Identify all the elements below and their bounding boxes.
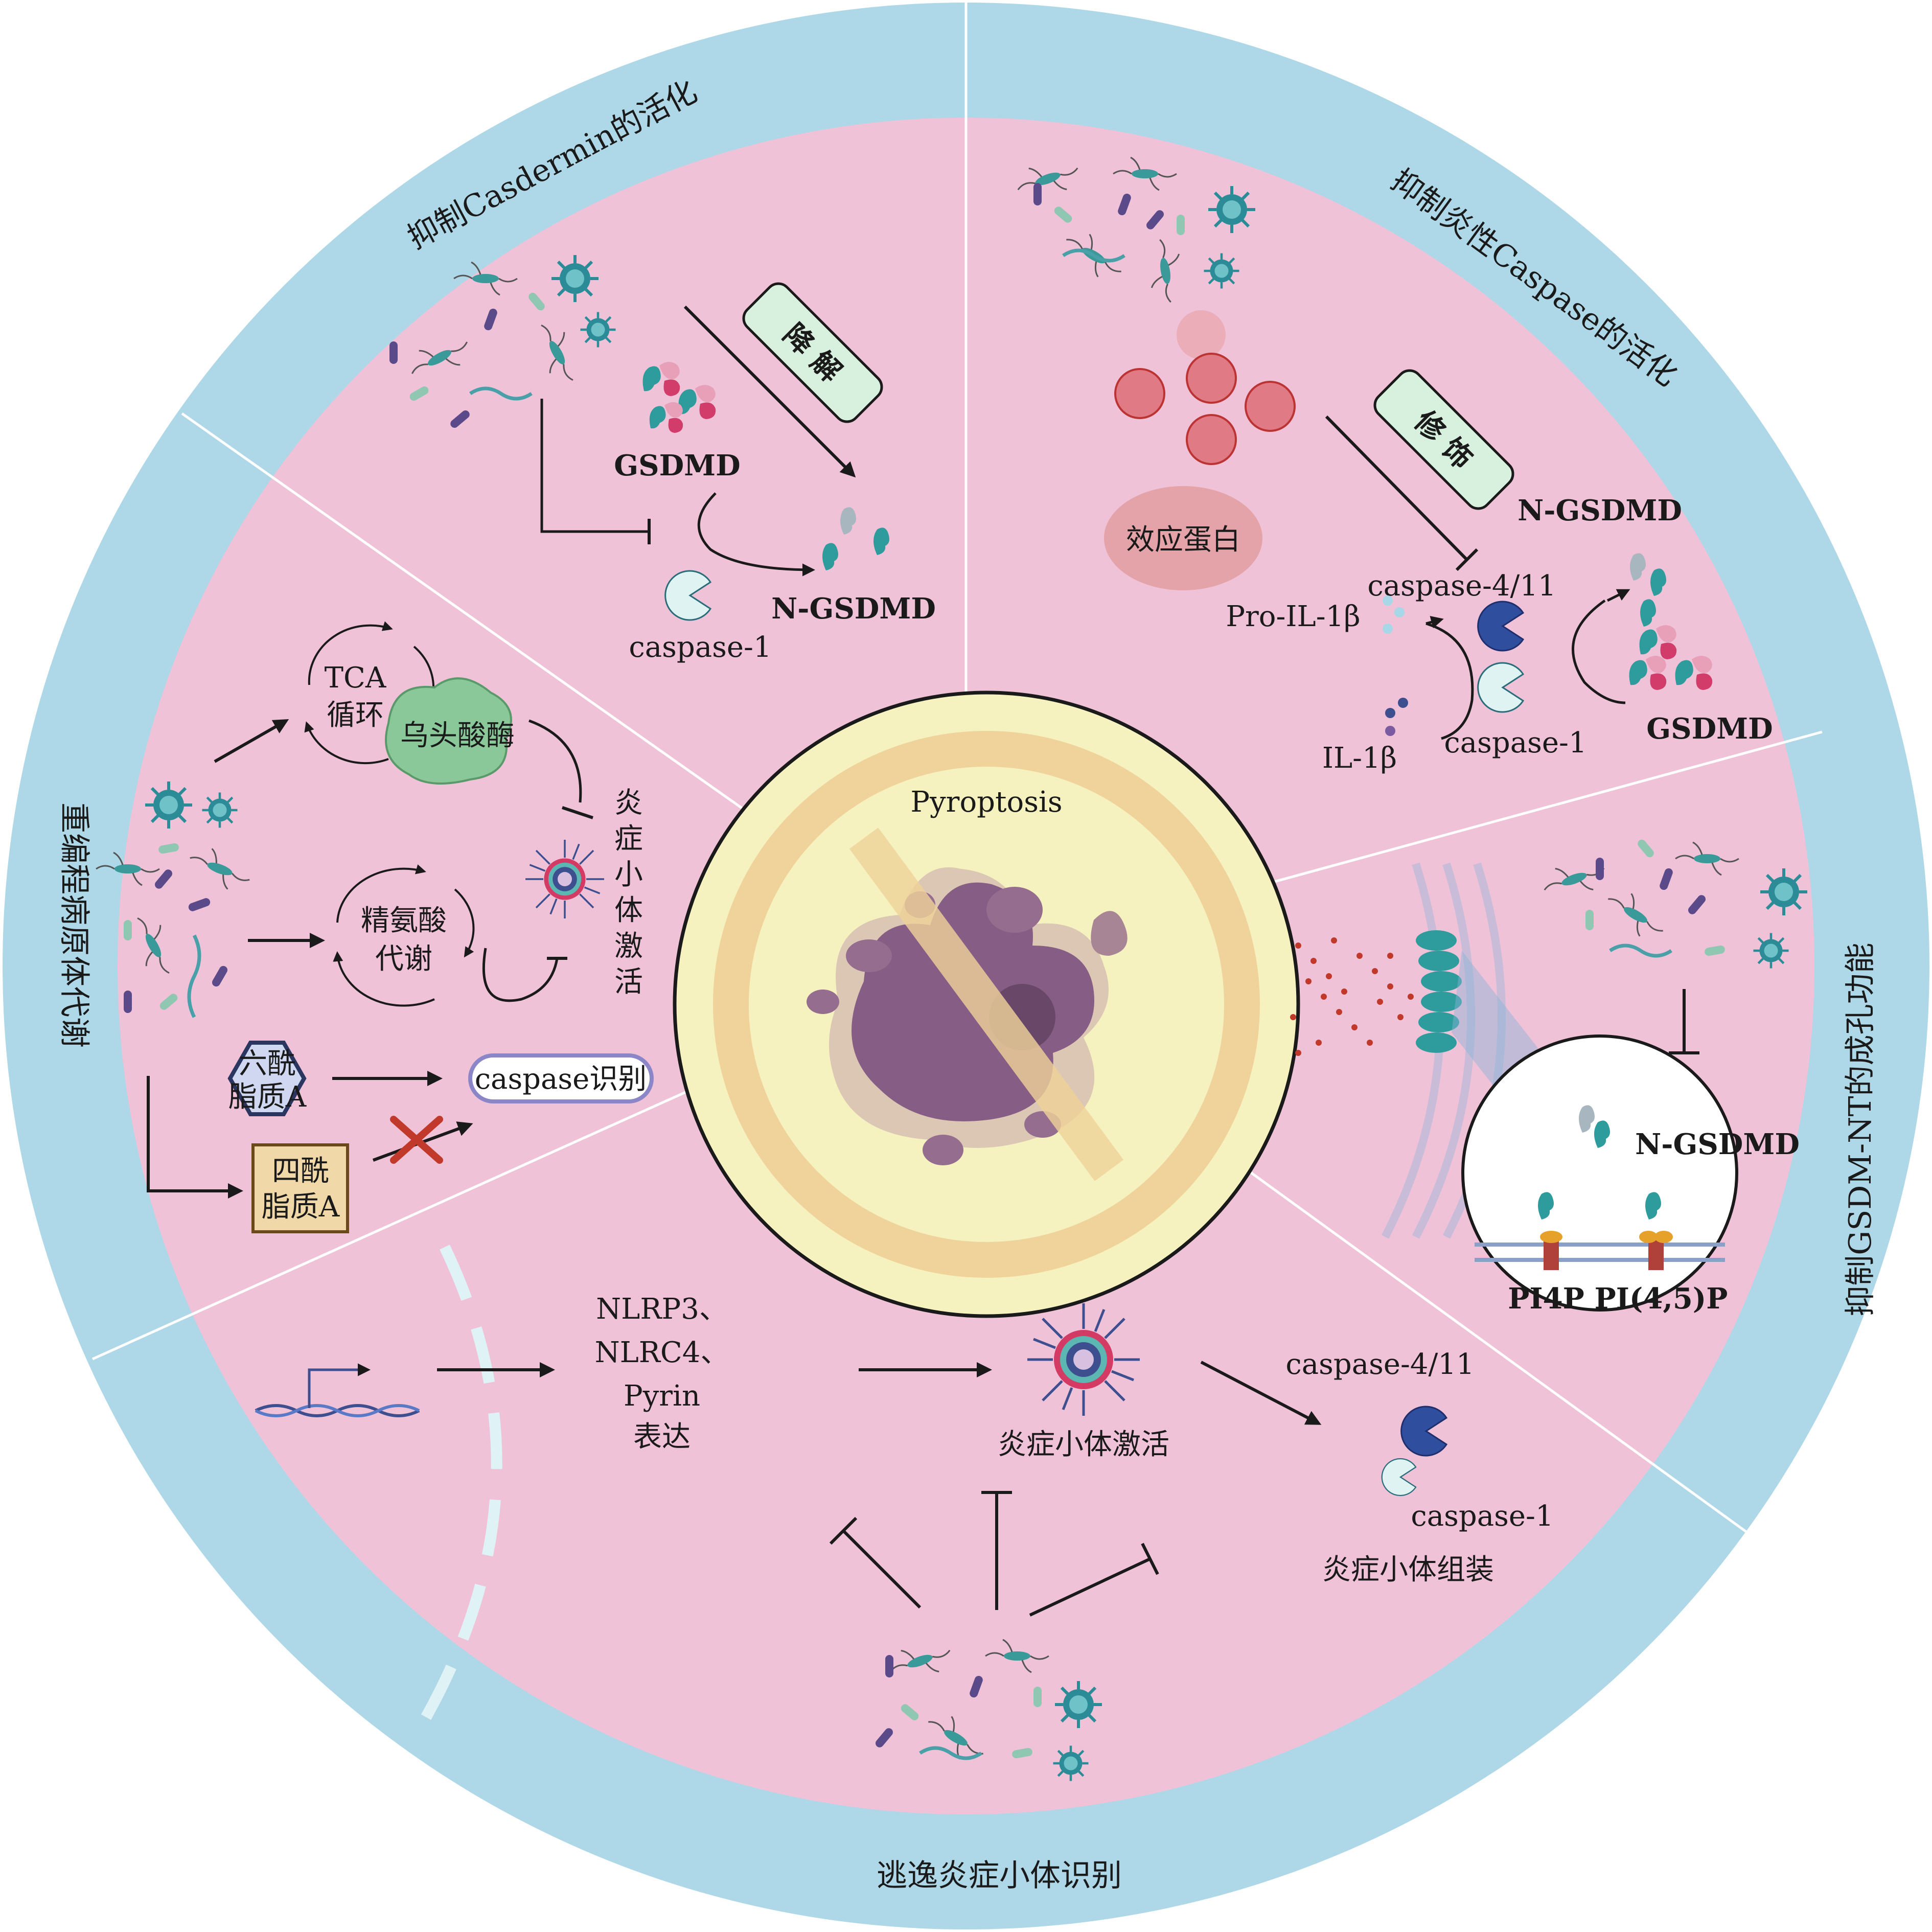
dna-transcription-icon [255,1363,420,1417]
effector-proteins-icon [1114,310,1296,465]
svg-text:效应蛋白: 效应蛋白 [1126,523,1240,557]
svg-text:乌头酸酶: 乌头酸酶 [400,719,515,752]
il-1b-label: IL-1β [1322,742,1397,775]
svg-text:六酰: 六酰 [239,1047,296,1080]
section-title-right: 抑制GSDM-NT的成孔功能 [1843,942,1878,1316]
inflammasome-activation-label: 炎症小体激活 [998,1428,1169,1461]
section-title-left: 重编程病原体代谢 [56,802,92,1048]
released-cytokines-dots [1290,937,1414,1056]
caspase-1-label-bottom: caspase-1 [1411,1500,1553,1533]
bottom-pathogens [873,1634,1102,1781]
svg-text:Pyrin: Pyrin [624,1379,700,1413]
top-right-pathogens [1011,152,1255,306]
pi45p-label: PI(4,5)P [1595,1282,1728,1316]
center-pyroptosis: Pyroptosis [673,691,1300,1318]
inflammasome-activation-vertical-label: 炎 症 小 体 激 活 [614,787,643,999]
modify-inhibit-line [1325,415,1468,561]
n-gsdmd-label-tl: N-GSDMD [771,592,936,626]
pi4p-label: PI4P [1508,1282,1584,1316]
svg-text:表达: 表达 [633,1420,691,1454]
right-pathogens [1538,838,1807,969]
svg-text:四酰: 四酰 [272,1155,329,1188]
bottom-inhibit-lines [829,1491,1159,1617]
caspase-1-label-tl: caspase-1 [629,631,771,664]
top-left-pathogens [389,255,616,430]
caspase-4-11-label-bottom: caspase-4/11 [1285,1348,1474,1381]
tetra-acyl-lipid-a: 四酰 脂质A [251,1143,349,1233]
effector-protein-badge: 效应蛋白 [1104,486,1262,590]
pro-il-1b-icon [1383,595,1405,634]
tca-cycle: TCA 循环 [304,621,438,765]
ban-slash [849,827,1124,1181]
inhibit-line-tl [540,399,649,533]
degrade-arrow [683,305,856,478]
inflammasome-assembly-label: 炎症小体组装 [1322,1553,1494,1586]
inflammasome-sensor-expression: NLRP3、 NLRC4、 Pyrin 表达 [595,1293,729,1454]
svg-text:体: 体 [614,894,643,927]
section-title-bottom: 逃逸炎症小体识别 [877,1858,1122,1894]
svg-text:NLRP3、: NLRP3、 [596,1293,728,1326]
svg-text:活: 活 [614,965,643,999]
svg-text:激: 激 [614,930,643,963]
ban-ring [713,731,1260,1278]
svg-text:炎: 炎 [614,787,643,820]
caspase-recognition-badge: caspase识别 [468,1053,654,1103]
svg-text:NLRC4、: NLRC4、 [595,1336,729,1369]
svg-text:TCA: TCA [325,661,386,695]
hexa-acyl-lipid-a: 六酰 脂质A [227,1041,307,1116]
n-gsdmd-label-right: N-GSDMD [1635,1128,1800,1161]
membrane-zoom-circle [1461,1034,1738,1312]
svg-text:小: 小 [614,858,643,891]
gsdmd-label-tr: GSDMD [1646,712,1773,746]
inhibit-aconitase-line [528,719,582,803]
svg-text:caspase识别: caspase识别 [475,1063,647,1096]
aconitase-enzyme: 乌头酸酶 [385,677,515,785]
blocked-cross-icon [390,1116,443,1164]
pro-il-1b-label: Pro-IL-1β [1226,600,1360,633]
svg-text:精氨酸: 精氨酸 [361,904,447,937]
svg-text:症: 症 [614,822,643,856]
svg-text:脂质A: 脂质A [228,1080,307,1114]
left-pathogens [95,781,256,1018]
n-gsdmd-label-tr: N-GSDMD [1517,494,1682,527]
center-title: Pyroptosis [910,786,1062,819]
gsdmd-label: GSDMD [614,449,740,482]
svg-text:代谢: 代谢 [375,942,432,976]
inflammasome-icon-left [524,839,605,919]
il-1b-icon [1385,698,1408,736]
inflammasome-icon-bottom [1027,1303,1140,1416]
caspase-4-11-label-tr: caspase-4/11 [1367,569,1556,603]
svg-text:循环: 循环 [327,699,384,732]
caspase-1-label-tr: caspase-1 [1444,726,1586,760]
svg-text:脂质A: 脂质A [262,1190,340,1224]
arginine-metabolism: 精氨酸 代谢 [333,864,475,1007]
